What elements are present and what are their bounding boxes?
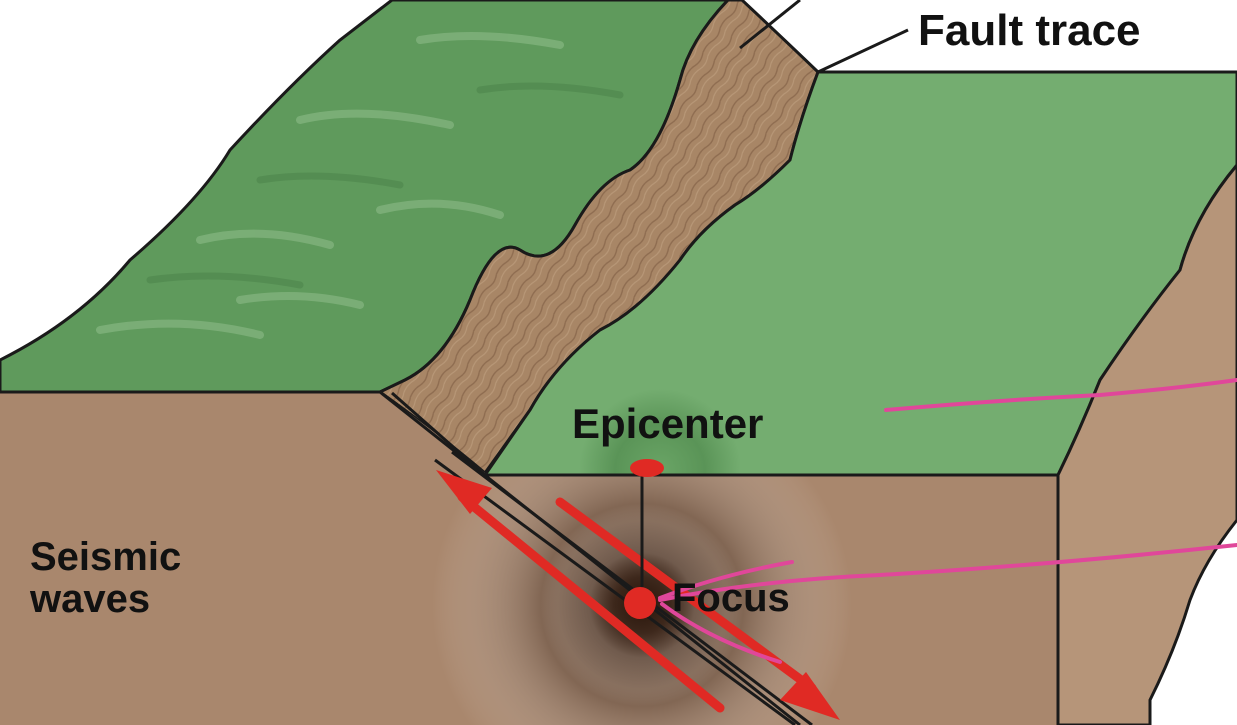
seismic-waves-label-line1: Seismic [30,535,182,579]
focus-label: Focus [672,576,790,620]
seismic-waves-label-line2: waves [30,577,151,621]
focus-marker [624,587,656,619]
seismic-waves-label: Seismic waves [30,536,181,620]
surface-texture [96,32,564,339]
fault-trace-label: Fault trace [918,6,1141,55]
epicenter-marker [630,459,664,477]
fault-plane [434,450,813,725]
leader-lines [739,0,909,74]
surface-shadow-texture [146,82,624,289]
right-side-face [1056,162,1237,725]
pink-annotations [658,378,1237,664]
slip-arrow-up [436,470,725,713]
epicenter-label: Epicenter [572,400,764,447]
